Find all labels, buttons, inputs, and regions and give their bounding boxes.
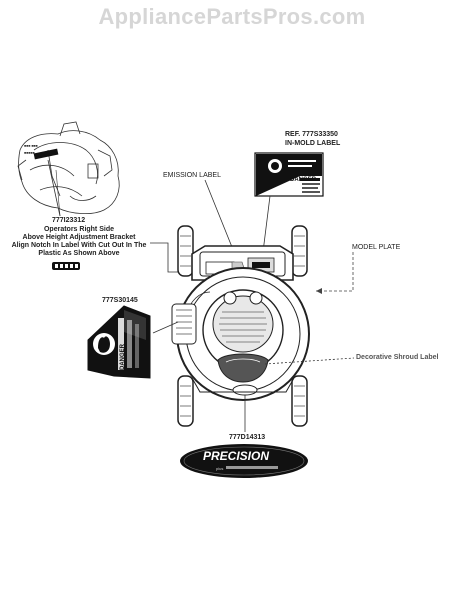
part-number-777s30145: 777S30145 [102,297,138,304]
emission-label-caption: EMISSION LABEL [163,172,221,179]
lawn-mower-drawing [171,225,310,427]
precision-badge-text: PRECISION [203,449,269,463]
operators-leader-line [150,242,186,273]
shroud-leader-line [264,357,355,365]
operators-note-line2: Above Height Adjustment Bracket [22,234,136,241]
height-adjust-detail-sketch [17,121,120,214]
front-right-wheel [291,375,308,427]
rear-right-wheel [291,225,308,277]
ref-part-number: REF. 777S33350 [285,131,338,138]
model-plate-caption: MODEL PLATE [352,244,401,251]
precision-badge-subtext: plus [216,466,223,471]
fuel-cap [223,291,237,305]
operators-note-line1: Operators Right Side [43,226,114,233]
sketch-leader-line [47,159,61,217]
sketch-label-mark [33,148,59,160]
side-danger-text: DANGER [120,343,126,370]
front-badge-spot [232,384,258,396]
operators-note-line4: Plastic As Shown Above [38,250,120,257]
rear-left-wheel [177,225,194,277]
in-mold-label-caption: IN-MOLD LABEL [285,140,341,147]
in-mold-danger-text: DANGER [290,177,317,183]
oil-cap [249,291,263,305]
height-adjust-label [52,262,80,270]
model-plate-leader-line [316,252,354,292]
precision-badge [180,444,308,478]
sketch-note-2: ■■■■■ [24,151,35,155]
sketch-note-1: ■■■ ■■■ [24,144,38,148]
part-number-777d14313: 777D14313 [229,434,266,441]
in-mold-danger-label [254,152,324,197]
part-number-777i23312: 777I23312 [52,217,86,224]
decorative-shroud-caption: Decorative Shroud Label [356,354,439,361]
front-left-wheel [177,375,194,427]
watermark-text: AppliancePartsPros.com [98,4,366,29]
decorative-shroud-label-shape [217,353,269,383]
side-danger-leader-line [152,321,179,334]
side-danger-label [87,305,151,379]
operators-note-line3: Align Notch In Label With Cut Out In The [11,242,147,249]
